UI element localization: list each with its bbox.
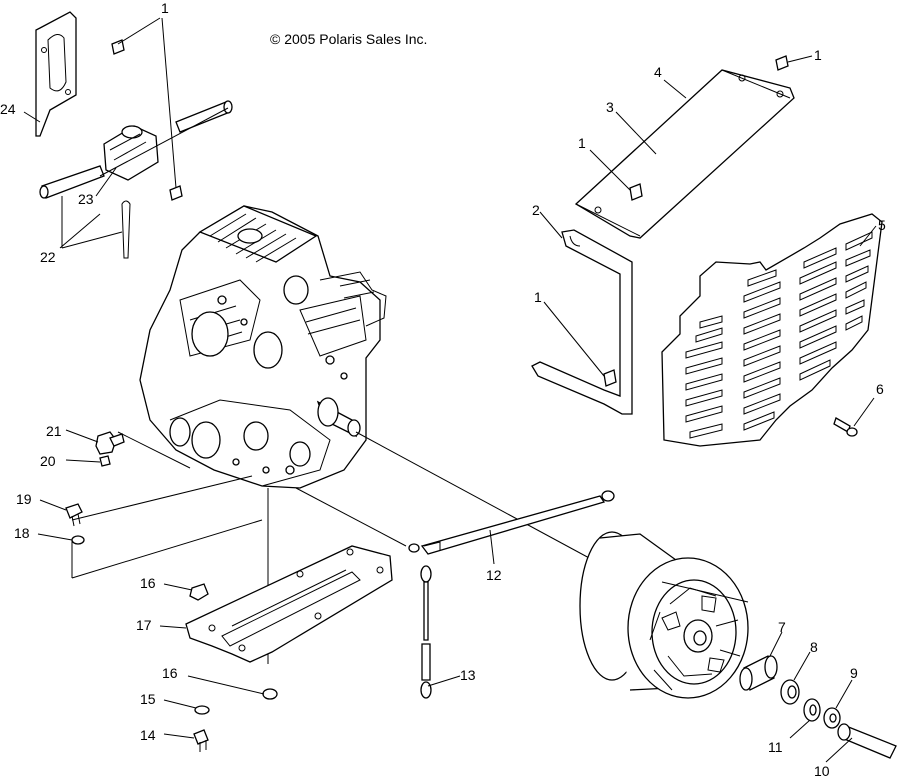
part-1-bolt-shield	[589, 149, 643, 201]
callout-13: 13	[460, 667, 476, 683]
callout-10: 10	[814, 763, 830, 778]
callout-7: 7	[778, 619, 786, 635]
part-16-nut-lower	[187, 675, 278, 700]
callout-9: 9	[850, 665, 858, 681]
part-11-washer	[789, 698, 821, 739]
part-1-bolt-right	[775, 55, 813, 71]
part-8-washer	[780, 651, 811, 705]
part-12-tie-rod	[408, 490, 615, 565]
callout-5: 5	[878, 217, 886, 233]
callout-2: 2	[532, 202, 540, 218]
callout-18: 18	[14, 525, 30, 541]
callout-1: 1	[534, 289, 542, 305]
part-16-nut-upper	[163, 583, 209, 601]
engine-assembly	[139, 205, 387, 489]
part-7-spacer	[739, 631, 783, 691]
part-4-shield-top	[574, 69, 795, 239]
callout-23: 23	[78, 191, 94, 207]
callout-1: 1	[814, 47, 822, 63]
part-22-tubes	[39, 100, 233, 259]
grille-slots	[685, 231, 873, 439]
callout-11: 11	[768, 739, 783, 755]
part-1-bolt-top	[111, 17, 183, 201]
part-6-screw	[833, 397, 875, 437]
part-23-coil	[95, 107, 229, 197]
callout-15: 15	[140, 691, 156, 707]
callout-21: 21	[46, 423, 62, 439]
part-15-washer	[163, 699, 210, 715]
copyright-notice: © 2005 Polaris Sales Inc.	[270, 31, 427, 47]
callout-19: 19	[16, 491, 32, 507]
callout-12: 12	[486, 567, 502, 583]
callout-14: 14	[140, 727, 156, 743]
callout-8: 8	[810, 639, 818, 655]
part-2-bracket	[531, 211, 633, 415]
part-13-rod	[420, 565, 461, 699]
part-10-bolt	[825, 723, 897, 763]
callout-16: 16	[162, 665, 178, 681]
callout-17: 17	[136, 617, 152, 633]
callout-24: 24	[0, 101, 16, 117]
callout-22: 22	[40, 249, 56, 265]
callout-6: 6	[876, 381, 884, 397]
clutch-assembly	[579, 531, 749, 699]
callout-20: 20	[40, 453, 56, 469]
part-14-bolt	[163, 729, 209, 752]
callout-3: 3	[606, 99, 614, 115]
callout-1: 1	[578, 135, 586, 151]
part-1-bolt-bracket	[543, 301, 617, 387]
part-21-fitting	[65, 429, 125, 455]
part-19-bolt	[39, 499, 83, 527]
callout-1: 1	[161, 0, 169, 16]
part-24-bracket	[23, 11, 77, 137]
callout-16: 16	[140, 575, 156, 591]
callout-4: 4	[654, 64, 662, 80]
part-5-grille	[661, 213, 883, 447]
part-9-lockwasher	[823, 679, 853, 729]
part-17-mount-plate	[159, 545, 393, 663]
part-18-washer	[37, 533, 85, 545]
part-20-washer	[65, 455, 111, 467]
